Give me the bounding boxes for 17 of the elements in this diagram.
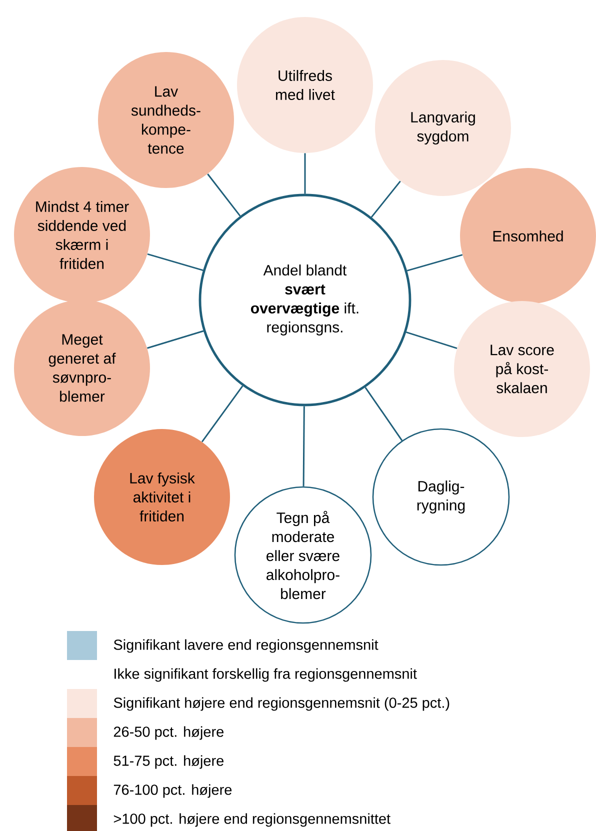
legend-text: Signifikant lavere end regionsgennemsnit xyxy=(114,639,378,653)
legend-text: Signifikant højere end regionsgennemsnit (0-25 pct.) xyxy=(114,697,450,711)
connector-line xyxy=(147,253,204,272)
connector-line xyxy=(147,330,204,349)
connector-line xyxy=(304,153,306,194)
legend-text: 26-50 pct. højere xyxy=(114,726,224,740)
connector-line xyxy=(370,180,401,218)
connector-line xyxy=(406,254,463,272)
connector-line xyxy=(302,406,305,486)
connector-line xyxy=(364,386,403,441)
connector-line xyxy=(207,174,241,216)
legend-text: >100 pct. højere end regionsgennemsnittet xyxy=(114,813,390,827)
legend-text: 76-100 pct. højere xyxy=(114,784,232,798)
legend-text: 51-75 pct. højere xyxy=(114,755,224,769)
connector-line xyxy=(406,331,458,350)
connector-line xyxy=(201,386,244,442)
legend-text: Ikke signifikant forskellig fra regionsgennemsnit xyxy=(114,668,417,682)
